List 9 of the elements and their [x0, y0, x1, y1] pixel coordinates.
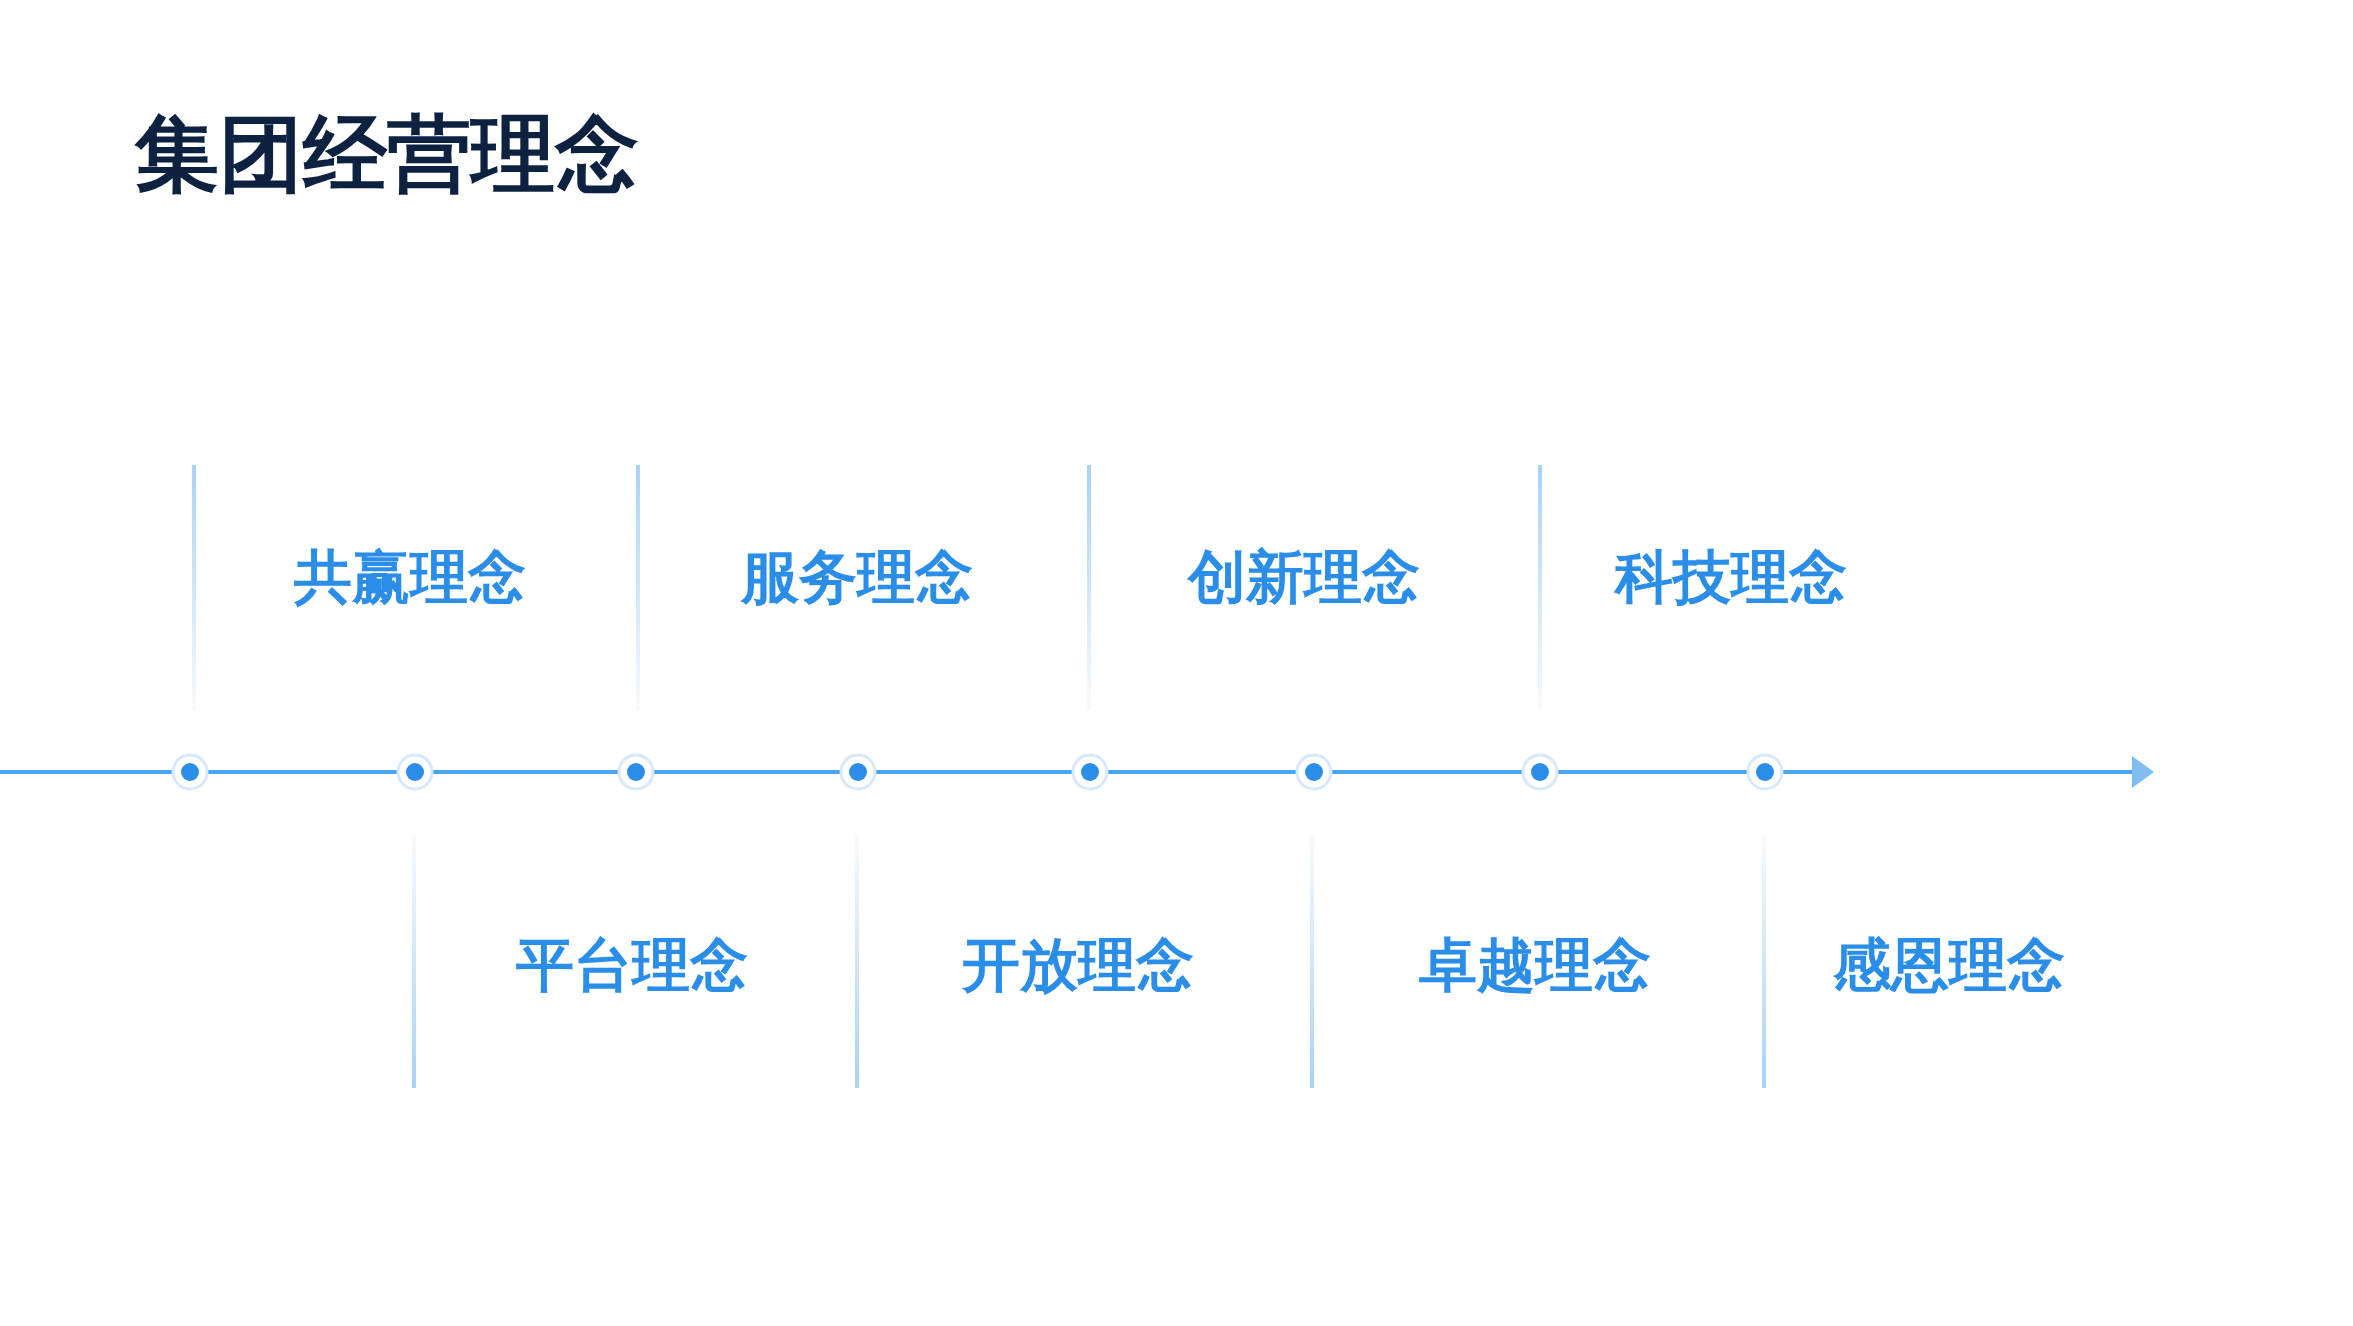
- milestone-label: 科技理念: [1615, 546, 1847, 610]
- page-title: 集团经营理念: [135, 108, 639, 201]
- milestone-label: 服务理念: [741, 546, 973, 610]
- milestone-label: 共赢理念: [294, 546, 526, 610]
- milestone-label: 开放理念: [962, 934, 1194, 998]
- milestone-label: 卓越理念: [1419, 934, 1651, 998]
- milestone-label: 创新理念: [1188, 546, 1420, 610]
- milestone-label: 感恩理念: [1833, 934, 2065, 998]
- milestone-label: 平台理念: [516, 934, 748, 998]
